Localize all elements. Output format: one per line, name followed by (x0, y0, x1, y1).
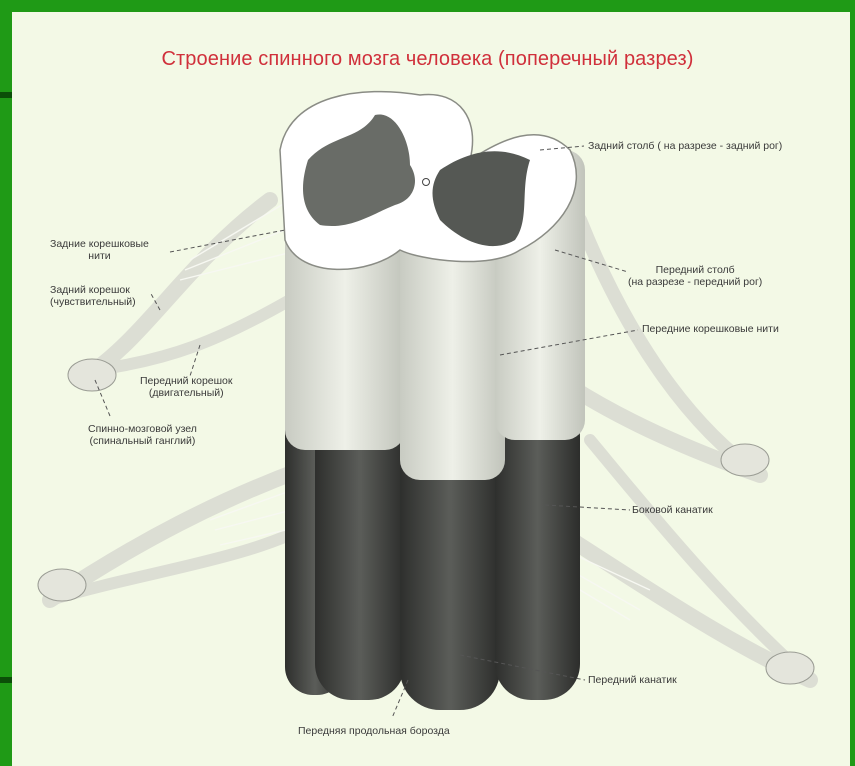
label-posterior-column: Задний столб ( на разрезе - задний рог) (588, 140, 782, 152)
label-lateral-funiculus: Боковой канатик (632, 504, 713, 516)
column-right (495, 400, 580, 700)
label-anterior-column-line-1: Передний столб (628, 264, 762, 276)
cross-section (280, 92, 576, 270)
label-anterior-root-line-1: Передний корешок (140, 375, 233, 387)
label-anterior-median-fissure-line-1: Передняя продольная борозда (298, 725, 450, 737)
label-anterior-funiculus-line-1: Передний канатик (588, 674, 677, 686)
label-anterior-root: Передний корешок (двигательный) (140, 375, 233, 399)
spinal-ganglion-upper-left (68, 359, 116, 391)
label-posterior-root-fibers-line-2: нити (50, 250, 149, 262)
label-anterior-root-fibers-line-1: Передние корешковые нити (642, 323, 779, 335)
label-posterior-root: Задний корешок (чувствительный) (50, 284, 136, 308)
root-lower-right-2 (590, 440, 810, 680)
label-posterior-root-line-2: (чувствительный) (50, 296, 136, 308)
label-anterior-root-fibers: Передние корешковые нити (642, 323, 779, 335)
label-anterior-funiculus: Передний канатик (588, 674, 677, 686)
label-anterior-median-fissure: Передняя продольная борозда (298, 725, 450, 737)
label-spinal-ganglion: Спинно-мозговой узел (спинальный ганглий… (88, 423, 197, 447)
label-spinal-ganglion-line-1: Спинно-мозговой узел (88, 423, 197, 435)
label-posterior-column-line-1: Задний столб ( на разрезе - задний рог) (588, 140, 782, 152)
label-spinal-ganglion-line-2: (спинальный ганглий) (88, 435, 197, 447)
label-posterior-root-line-1: Задний корешок (50, 284, 136, 296)
central-canal (423, 179, 430, 186)
label-posterior-root-fibers: Задние корешковые нити (50, 238, 149, 262)
label-anterior-column-line-2: (на разрезе - передний рог) (628, 276, 762, 288)
label-posterior-root-fibers-line-1: Задние корешковые (50, 238, 149, 250)
label-anterior-root-line-2: (двигательный) (140, 387, 233, 399)
label-anterior-column: Передний столб (на разрезе - передний ро… (628, 264, 762, 288)
upper-column-center (400, 230, 505, 480)
spinal-ganglion-lower-left (38, 569, 86, 601)
label-lateral-funiculus-line-1: Боковой канатик (632, 504, 713, 516)
spinal-ganglion-lower-right (766, 652, 814, 684)
column-left (315, 410, 405, 700)
spinal-ganglion-upper-right (721, 444, 769, 476)
